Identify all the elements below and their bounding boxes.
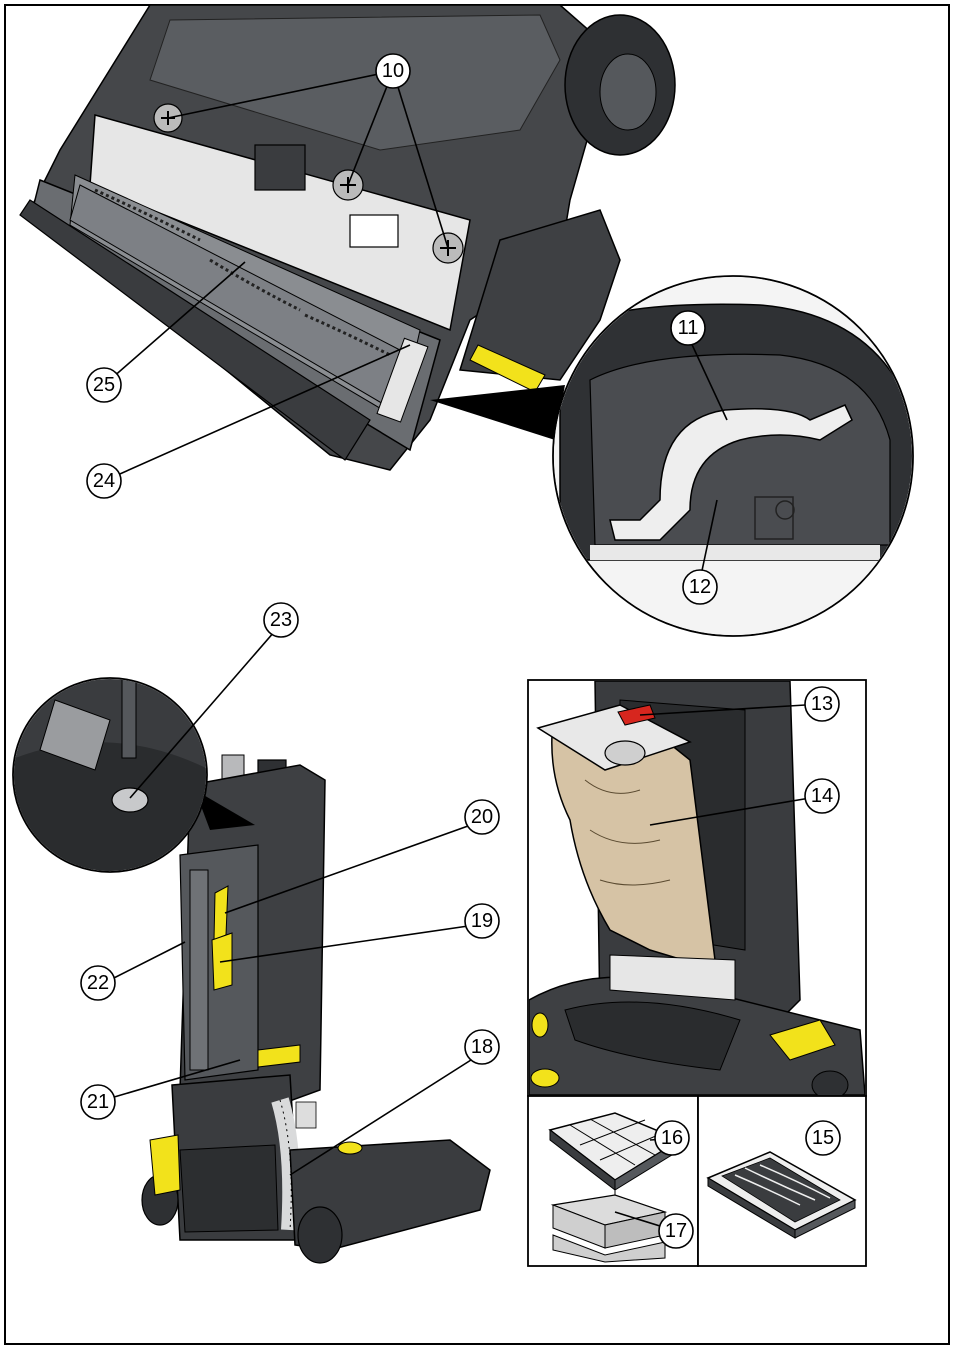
callout-21-label: 21 xyxy=(87,1091,109,1113)
drain-plug-detail-magnifier xyxy=(12,677,208,873)
callout-17-label: 17 xyxy=(665,1220,687,1242)
floor-nozzle-illustration xyxy=(19,4,676,471)
callout-19-label: 19 xyxy=(471,910,493,932)
callout-11: 11 xyxy=(670,310,706,346)
callout-12-label: 12 xyxy=(689,576,711,598)
callout-18: 18 xyxy=(464,1029,500,1065)
dust-bag-illustration xyxy=(529,681,865,1095)
callout-17: 17 xyxy=(658,1213,694,1249)
callout-25: 25 xyxy=(86,367,122,403)
grille-illustration xyxy=(706,1151,857,1239)
callout-25-label: 25 xyxy=(93,374,115,396)
callout-23: 23 xyxy=(263,602,299,638)
zoom-pointer xyxy=(195,790,255,830)
callout-21: 21 xyxy=(80,1084,116,1120)
callout-22: 22 xyxy=(80,965,116,1001)
callout-23-label: 23 xyxy=(270,609,292,631)
callout-18-label: 18 xyxy=(471,1036,493,1058)
callout-24: 24 xyxy=(86,463,122,499)
callout-15-label: 15 xyxy=(812,1127,834,1149)
callout-24-label: 24 xyxy=(93,470,115,492)
callout-15: 15 xyxy=(805,1120,841,1156)
endcap-detail-magnifier xyxy=(552,275,914,637)
callout-10-label: 10 xyxy=(382,60,404,82)
callout-13: 13 xyxy=(804,686,840,722)
callout-16: 16 xyxy=(654,1120,690,1156)
upright-unit-illustration xyxy=(141,754,491,1264)
leader-lines xyxy=(103,70,823,1232)
callout-12: 12 xyxy=(682,569,718,605)
callout-20-label: 20 xyxy=(471,806,493,828)
callout-19: 19 xyxy=(464,903,500,939)
callout-14-label: 14 xyxy=(811,785,833,807)
callout-20: 20 xyxy=(464,799,500,835)
callout-14: 14 xyxy=(804,778,840,814)
callout-22-label: 22 xyxy=(87,972,109,994)
callout-13-label: 13 xyxy=(811,693,833,715)
callout-11-label: 11 xyxy=(678,317,699,339)
filter-cassette-illustration xyxy=(548,1112,682,1263)
callout-16-label: 16 xyxy=(661,1127,683,1149)
zoom-pointer xyxy=(430,385,565,440)
callout-10: 10 xyxy=(375,53,411,89)
